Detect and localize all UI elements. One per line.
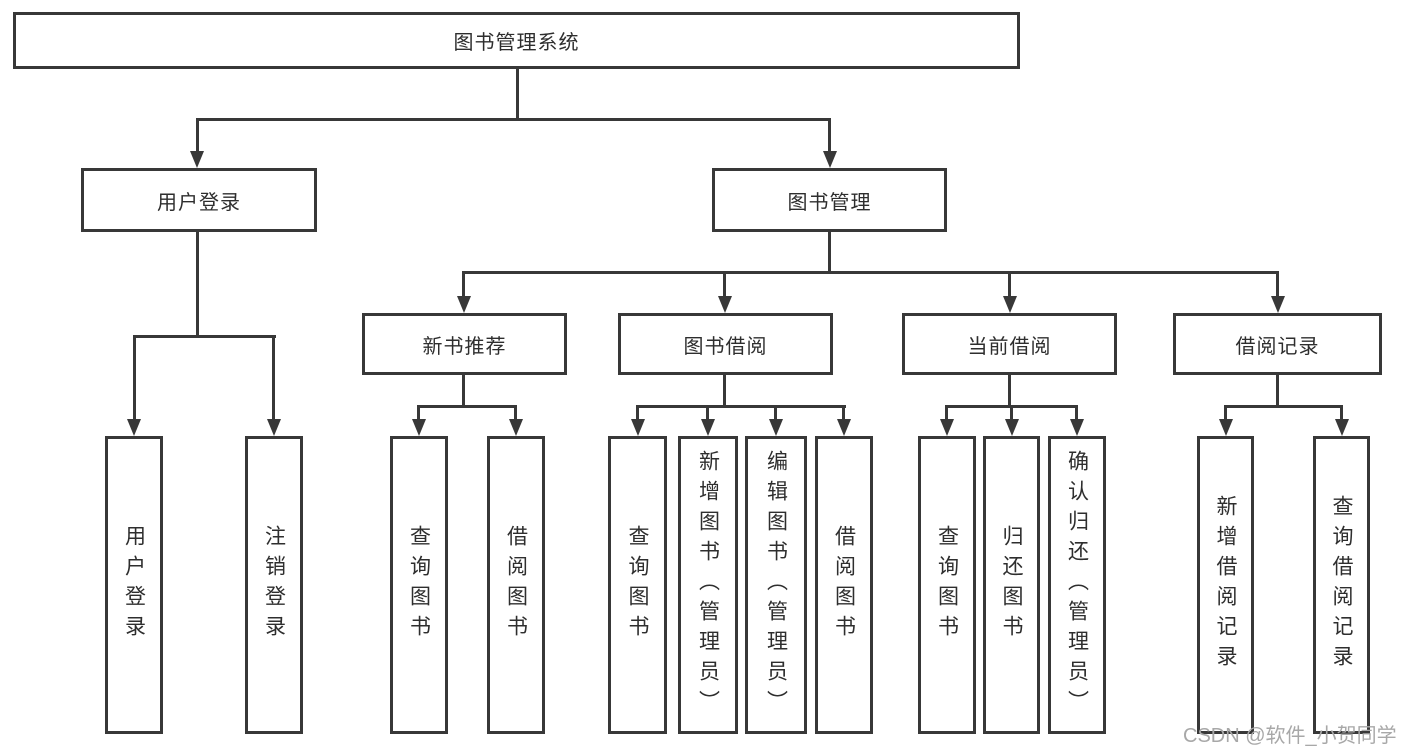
connector-line <box>133 335 276 338</box>
leaf-borrow-edit-book-admin: 编辑图书（管理员） <box>745 436 807 734</box>
connector-line <box>1008 373 1011 408</box>
connector-line <box>133 335 136 421</box>
connector-line <box>723 373 726 408</box>
connector-line <box>196 118 831 121</box>
arrowhead-down-icon <box>267 419 281 436</box>
arrowhead-down-icon <box>701 419 715 436</box>
leaf-current-return-book: 归还图书 <box>983 436 1040 734</box>
connector-line <box>1224 405 1343 408</box>
csdn-watermark: CSDN @软件_小贺同学 <box>1183 725 1397 747</box>
leaf-record-query-borrow-record: 查询借阅记录 <box>1313 436 1370 734</box>
arrowhead-down-icon <box>823 151 837 168</box>
connector-line <box>945 405 948 422</box>
node-label: 查询图书 <box>626 525 649 645</box>
leaf-logout-login: 注销登录 <box>245 436 303 734</box>
leaf-borrow-query-book: 查询图书 <box>608 436 667 734</box>
node-label: 借阅图书 <box>504 525 528 645</box>
arrowhead-down-icon <box>769 419 783 436</box>
connector-line <box>1340 405 1343 422</box>
connector-line <box>1010 405 1013 422</box>
node-label: 图书管理系统 <box>453 32 580 54</box>
leaf-recommend-query-book: 查询图书 <box>390 436 448 734</box>
connector-line <box>196 118 199 156</box>
node-label: 新增图书（管理员） <box>696 450 720 720</box>
connector-line <box>462 271 1279 274</box>
arrowhead-down-icon <box>1005 419 1019 436</box>
node-label: 归还图书 <box>1000 525 1023 645</box>
node-label: 新书推荐 <box>422 335 507 358</box>
arrowhead-down-icon <box>1335 419 1349 436</box>
node-label: 用户登录 <box>157 191 241 214</box>
arrowhead-down-icon <box>190 151 204 168</box>
arrowhead-down-icon <box>837 419 851 436</box>
connector-line <box>723 271 726 301</box>
arrowhead-down-icon <box>718 296 732 313</box>
node-new-book-recommend: 新书推荐 <box>362 313 567 375</box>
node-library-system: 图书管理系统 <box>13 12 1020 69</box>
connector-line <box>1224 405 1227 422</box>
connector-line <box>514 405 517 422</box>
node-label: 图书借阅 <box>683 335 768 358</box>
arrowhead-down-icon <box>631 419 645 436</box>
node-label: 注销登录 <box>262 525 286 645</box>
leaf-current-query-book: 查询图书 <box>918 436 976 734</box>
arrowhead-down-icon <box>509 419 523 436</box>
node-book-management: 图书管理 <box>712 168 947 232</box>
node-label: 编辑图书（管理员） <box>764 450 788 720</box>
connector-line <box>842 405 845 422</box>
node-label: 查询图书 <box>407 525 431 645</box>
node-label: 用户登录 <box>122 525 146 645</box>
connector-line <box>636 405 846 408</box>
connector-line <box>272 335 275 421</box>
connector-line <box>417 405 420 422</box>
connector-line <box>462 271 465 301</box>
connector-line <box>828 230 831 274</box>
connector-line <box>417 405 517 408</box>
connector-line <box>1008 271 1011 301</box>
node-label: 确认归还（管理员） <box>1065 450 1089 720</box>
connector-line <box>1276 271 1279 301</box>
node-label: 新增借阅记录 <box>1214 495 1237 675</box>
connector-line <box>706 405 709 422</box>
leaf-current-confirm-return-admin: 确认归还（管理员） <box>1048 436 1106 734</box>
connector-line <box>516 66 519 121</box>
connector-line <box>462 373 465 408</box>
arrowhead-down-icon <box>412 419 426 436</box>
arrowhead-down-icon <box>127 419 141 436</box>
node-label: 查询图书 <box>935 525 959 645</box>
connector-line <box>1276 373 1279 408</box>
node-user-login: 用户登录 <box>81 168 317 232</box>
arrowhead-down-icon <box>1003 296 1017 313</box>
connector-line <box>196 230 199 338</box>
leaf-user-login: 用户登录 <box>105 436 163 734</box>
leaf-borrow-add-book-admin: 新增图书（管理员） <box>678 436 738 734</box>
leaf-record-add-borrow-record: 新增借阅记录 <box>1197 436 1254 734</box>
node-book-borrow: 图书借阅 <box>618 313 833 375</box>
arrowhead-down-icon <box>1271 296 1285 313</box>
connector-line <box>774 405 777 422</box>
arrowhead-down-icon <box>940 419 954 436</box>
node-label: 图书管理 <box>787 191 872 214</box>
leaf-recommend-borrow-book: 借阅图书 <box>487 436 545 734</box>
connector-line <box>1075 405 1078 422</box>
node-current-borrow: 当前借阅 <box>902 313 1117 375</box>
node-label: 借阅记录 <box>1235 335 1320 358</box>
node-borrow-record: 借阅记录 <box>1173 313 1382 375</box>
arrowhead-down-icon <box>1219 419 1233 436</box>
connector-line <box>828 118 831 156</box>
connector-line <box>636 405 639 422</box>
arrowhead-down-icon <box>457 296 471 313</box>
leaf-borrow-borrow-book: 借阅图书 <box>815 436 873 734</box>
node-label: 当前借阅 <box>967 335 1052 358</box>
node-label: 查询借阅记录 <box>1330 495 1353 675</box>
arrowhead-down-icon <box>1070 419 1084 436</box>
node-label: 借阅图书 <box>832 525 856 645</box>
